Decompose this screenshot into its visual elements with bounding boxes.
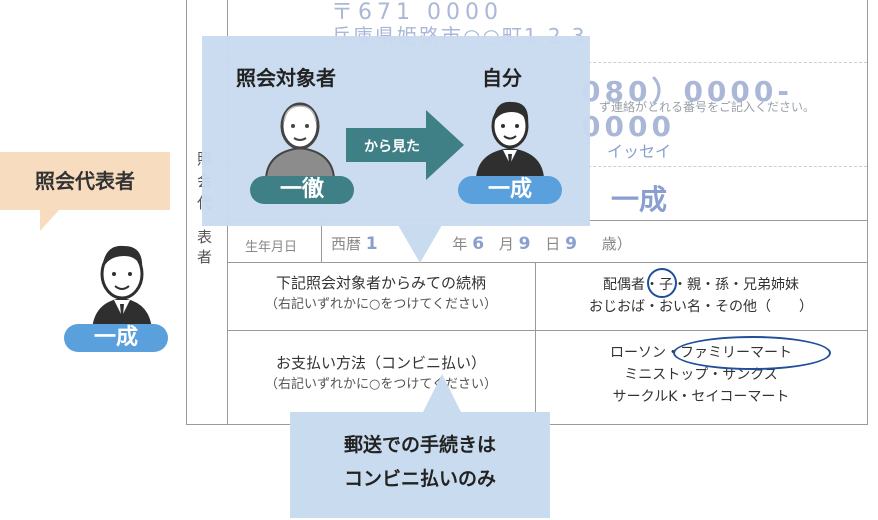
- representative-label-tail: [40, 209, 60, 231]
- payment-label-cell: お支払い方法（コンビニ払い） （右記いずれかに○をつけてください）: [227, 352, 535, 396]
- relation-options-cell: 配偶者・子・親・孫・兄弟姉妹 おじおば・おい名・その他（ ）: [535, 274, 867, 318]
- arrow-right-icon: [346, 110, 464, 180]
- phone-note: ず連絡がとれる番号をご記入ください。: [599, 100, 816, 114]
- callout-tail: [398, 225, 442, 263]
- self-name-badge: 一成: [458, 176, 562, 204]
- dob-field: 西暦 1 年 6 月 9 日 9 歳）: [331, 233, 632, 254]
- dob-year-unit: 年: [452, 235, 468, 253]
- form-dob-divider: [321, 220, 322, 262]
- payment-options-line2: ミニストップ・サンクス: [624, 367, 778, 383]
- dob-age: 9: [565, 234, 577, 254]
- self-person-label: 自分: [482, 66, 522, 90]
- name-kana: イッセイ: [607, 142, 672, 161]
- payment-note-callout: [290, 412, 550, 518]
- arrow-label: から見た: [364, 139, 420, 155]
- form-row-line: [227, 262, 867, 263]
- representative-person-icon: [92, 245, 152, 330]
- target-person-label: 照会対象者: [236, 66, 336, 90]
- name-value: 一成: [611, 183, 668, 216]
- dob-day: 9: [518, 234, 531, 254]
- relation-sub: （右記いずれかに○をつけてください）: [265, 297, 497, 312]
- postal-code: 〒671 0000: [331, 0, 503, 25]
- payment-selected-circle: [673, 336, 831, 370]
- side-label-char: 表: [197, 228, 213, 246]
- relation-options-line2: おじおば・おい名・その他（ ）: [589, 299, 813, 315]
- payment-note-line2: コンビニ払いのみ: [343, 468, 496, 490]
- relation-selected-circle: [647, 268, 677, 298]
- dob-month: 6: [472, 234, 485, 254]
- callout-tail: [422, 374, 462, 414]
- representative-name-badge: 一成: [64, 324, 168, 352]
- dob-age-unit: 歳）: [601, 235, 632, 253]
- representative-label: 照会代表者: [35, 169, 135, 193]
- dob-era: 西暦: [331, 235, 362, 253]
- phone-number: 080）0000-0000: [581, 75, 793, 143]
- self-person-icon: [476, 101, 544, 178]
- payment-sub: （右記いずれかに○をつけてください）: [265, 377, 497, 392]
- relation-title: 下記照会対象者からみての続柄: [275, 274, 486, 292]
- payment-title: お支払い方法（コンビニ払い）: [275, 354, 486, 372]
- dob-label: 生年月日: [245, 240, 298, 255]
- payment-note-text: 郵送での手続きは コンビニ払いのみ: [290, 428, 550, 496]
- dob-day-unit: 日: [545, 235, 561, 253]
- target-name-badge: 一徹: [250, 176, 354, 204]
- representative-label-box: [0, 152, 170, 210]
- form-row-line: [227, 330, 867, 331]
- payment-note-line1: 郵送での手続きは: [343, 434, 496, 456]
- relation-options-line1: 配偶者・子・親・孫・兄弟姉妹: [603, 277, 799, 293]
- payment-options-line3: サークルK・セイコーマート: [612, 389, 790, 405]
- dob-year: 1: [365, 234, 378, 254]
- target-person-icon: [264, 102, 336, 179]
- relation-label-cell: 下記照会対象者からみての続柄 （右記いずれかに○をつけてください）: [227, 272, 535, 316]
- dob-month-unit: 月: [498, 235, 514, 253]
- form-divider-middle: [535, 262, 536, 424]
- side-label-char: 者: [197, 248, 213, 266]
